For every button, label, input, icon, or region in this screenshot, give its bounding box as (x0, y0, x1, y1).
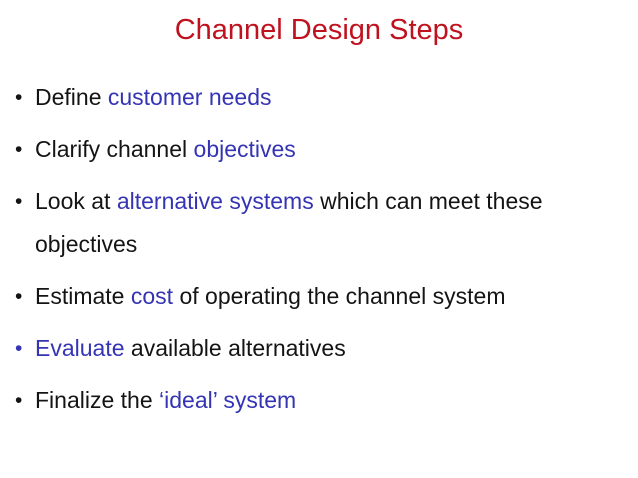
slide-title: Channel Design Steps (174, 14, 464, 46)
bullet-text-segment: Evaluate (35, 335, 125, 361)
bullet-text-segment: cost (130, 283, 174, 309)
bullet-icon: • (15, 285, 23, 308)
bullet-text-segment: alternative systems (116, 188, 314, 214)
bullet-text-segment: Look at (35, 188, 117, 214)
bullet-text-segment: Clarify channel (35, 136, 194, 162)
bullet-text-segment: Define (35, 84, 108, 110)
bullet-icon: • (15, 138, 23, 161)
list-item: • Clarify channel objectives (15, 128, 603, 171)
bullet-list: • Define customer needs • Clarify channel o… (15, 76, 603, 431)
list-item: • Evaluate available alternatives (15, 327, 603, 370)
list-item: • Define customer needs (15, 76, 603, 119)
bullet-text-segment: ‘ideal’ system (159, 387, 297, 413)
bullet-text-segment: objectives (193, 136, 296, 162)
bullet-icon: • (15, 337, 23, 360)
bullet-text-segment: which can meet these objectives (35, 188, 543, 257)
bullet-icon: • (15, 389, 23, 412)
bullet-text-segment: customer needs (107, 84, 272, 110)
bullet-text-segment: Estimate (35, 283, 131, 309)
list-item: • Look at alternative systems which can m… (15, 180, 603, 266)
bullet-text-segment: Finalize the (35, 387, 160, 413)
bullet-icon: • (15, 86, 23, 109)
bullet-text-segment: available alternatives (124, 335, 346, 361)
list-item: • Estimate cost of operating the channel … (15, 275, 603, 318)
list-item: • Finalize the ‘ideal’ system (15, 379, 603, 422)
bullet-text-segment: of operating the channel system (173, 283, 506, 309)
bullet-icon: • (15, 190, 23, 213)
